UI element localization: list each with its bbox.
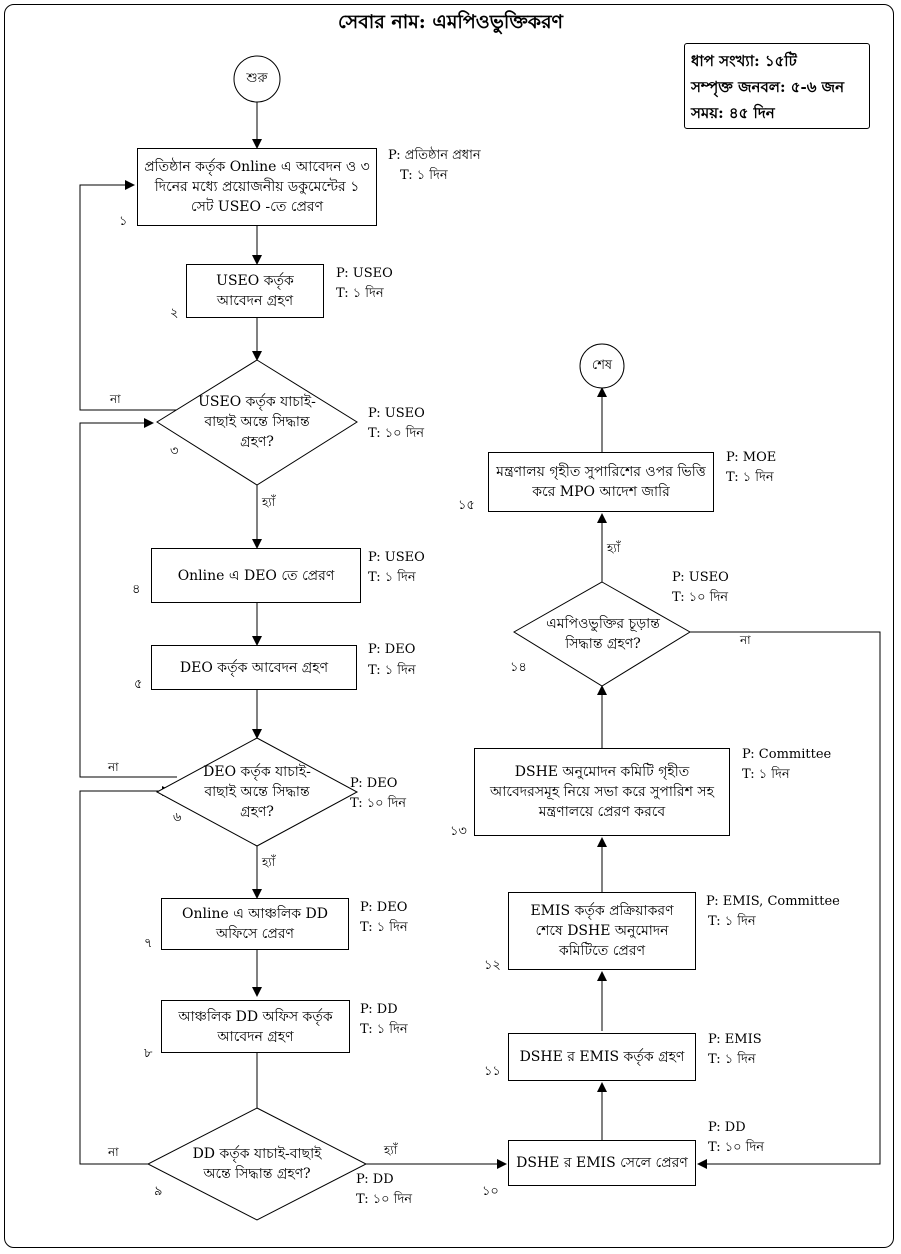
step-8-number: ৮ xyxy=(144,1046,153,1061)
start-circle xyxy=(233,55,281,103)
step-8-box: আঞ্চলিক DD অফিস কর্তৃক আবেদন গ্রহণ xyxy=(161,1000,350,1053)
step-7-box: Online এ আঞ্চলিক DD অফিসে প্রেরণ xyxy=(161,898,349,950)
step-6-yes-label: হ্যাঁ xyxy=(262,855,276,869)
step-1-box: প্রতিষ্ঠান কর্তৃক Online এ আবেদন ও ৩ দিন… xyxy=(137,148,377,226)
step-3-yes-label: হ্যাঁ xyxy=(262,495,276,509)
step-6-decision-text: DEO কর্তৃক যাচাই-বাছাই অন্তে সিদ্ধান্ত গ… xyxy=(203,764,311,820)
step-13-time: T: ১ দিন xyxy=(742,767,790,782)
step-15-number: ১৫ xyxy=(458,498,475,513)
step-9-yes-label: হ্যাঁ xyxy=(384,1143,398,1157)
step-14-number: ১৪ xyxy=(510,660,527,675)
step-15-box: মন্ত্রণালয় গৃহীত সুপারিশের ওপর ভিত্তি ক… xyxy=(488,452,714,512)
step-3-number: ৩ xyxy=(170,444,179,459)
step-3-time: T: ১০ দিন xyxy=(368,426,425,441)
diagram-frame xyxy=(4,4,894,1248)
step-3-no-label: না xyxy=(110,392,121,406)
step-3-person: P: USEO xyxy=(368,406,425,421)
step-2-number: ২ xyxy=(170,306,179,321)
step-6-no-label: না xyxy=(108,760,119,774)
step-14-yes-label: হ্যাঁ xyxy=(607,541,621,555)
loop-14-no xyxy=(690,631,881,1169)
step-10-time: T: ১০ দিন xyxy=(708,1140,765,1155)
summary-steps: ধাপ সংখ্যা: ১৫টি xyxy=(691,52,797,70)
page-title: সেবার নাম: এমপিওভুক্তিকরণ xyxy=(337,11,564,33)
step-12-number: ১২ xyxy=(484,958,501,973)
step-8-time: T: ১ দিন xyxy=(360,1022,408,1037)
step-5-time: T: ১ দিন xyxy=(368,663,416,678)
step-2-box: USEO কর্তৃক আবেদন গ্রহণ xyxy=(186,264,324,318)
step-7-person: P: DEO xyxy=(360,900,408,915)
step-14-no-label: না xyxy=(740,633,751,647)
end-label: শেষ xyxy=(591,357,613,373)
step-15-person: P: MOE xyxy=(726,450,777,465)
step-10-number: ১০ xyxy=(482,1184,499,1199)
step-4-time: T: ১ দিন xyxy=(368,570,416,585)
step-6-number: ৬ xyxy=(173,810,182,825)
step-9-time: T: ১০ দিন xyxy=(356,1192,413,1207)
step-14-time: T: ১০ দিন xyxy=(672,590,729,605)
step-9-no-label: না xyxy=(108,1145,119,1159)
step-12-time: T: ১ দিন xyxy=(708,914,756,929)
step-14-decision-text: এমপিওভুক্তির চূড়ান্ত সিদ্ধান্ত গ্রহণ? xyxy=(546,616,660,652)
step-13-person: P: Committee xyxy=(742,747,832,762)
step-2-person: P: USEO xyxy=(336,266,393,281)
step-8-person: P: DD xyxy=(360,1002,398,1017)
step-11-person: P: EMIS xyxy=(708,1032,762,1047)
step-6-person: P: DEO xyxy=(350,776,398,791)
step-1-number: ১ xyxy=(119,214,128,229)
step-15-time: T: ১ দিন xyxy=(726,470,774,485)
decision-9-shape xyxy=(146,1107,368,1221)
loop-6-no xyxy=(79,418,177,778)
summary-time: সময়: ৪৫ দিন xyxy=(691,104,775,122)
step-7-number: ৭ xyxy=(144,936,153,951)
step-10-person: P: DD xyxy=(708,1120,746,1135)
end-circle xyxy=(579,343,625,389)
step-11-time: T: ১ দিন xyxy=(708,1052,756,1067)
step-2-time: T: ১ দিন xyxy=(336,286,384,301)
step-7-time: T: ১ দিন xyxy=(360,920,408,935)
step-4-box: Online এ DEO তে প্রেরণ xyxy=(151,548,361,603)
summary-box: ধাপ সংখ্যা: ১৫টি সম্পৃক্ত জনবল: ৫-৬ জন স… xyxy=(684,43,870,129)
decision-3-shape xyxy=(156,359,358,486)
step-6-time: T: ১০ দিন xyxy=(350,796,407,811)
start-label: শুরু xyxy=(246,70,268,86)
step-5-box: DEO কর্তৃক আবেদন গ্রহণ xyxy=(151,645,357,690)
step-5-number: ৫ xyxy=(134,677,143,692)
step-4-number: ৪ xyxy=(132,582,141,597)
loop-9-no xyxy=(79,786,172,1165)
step-11-box: DSHE র EMIS কর্তৃক গ্রহণ xyxy=(508,1033,696,1081)
decision-14-shape xyxy=(513,581,691,687)
step-13-number: ১৩ xyxy=(450,824,467,839)
step-1-person: P: প্রতিষ্ঠান প্রধান xyxy=(388,148,481,163)
step-1-time: T: ১ দিন xyxy=(400,168,448,183)
step-11-number: ১১ xyxy=(484,1064,501,1079)
step-13-box: DSHE অনুমোদন কমিটি গৃহীত আবেদরসমূহ নিয়ে… xyxy=(474,748,730,836)
step-4-person: P: USEO xyxy=(368,550,425,565)
step-3-decision-text: USEO কর্তৃক যাচাই-বাছাই অন্তে সিদ্ধান্ত … xyxy=(198,394,316,450)
step-12-person: P: EMIS, Committee xyxy=(706,894,840,909)
step-5-person: P: DEO xyxy=(368,642,416,657)
step-9-person: P: DD xyxy=(356,1172,394,1187)
step-10-box: DSHE র EMIS সেলে প্রেরণ xyxy=(508,1140,696,1186)
step-9-number: ৯ xyxy=(154,1184,163,1199)
decision-6-shape xyxy=(155,737,359,847)
step-14-person: P: USEO xyxy=(672,570,729,585)
summary-staff: সম্পৃক্ত জনবল: ৫-৬ জন xyxy=(691,78,845,96)
step-9-decision-text: DD কর্তৃক যাচাই-বাছাই অন্তে সিদ্ধান্ত গ্… xyxy=(192,1146,322,1182)
loop-3-no xyxy=(79,180,177,411)
step-12-box: EMIS কর্তৃক প্রক্রিয়াকরণ শেষে DSHE অনুম… xyxy=(508,892,696,970)
